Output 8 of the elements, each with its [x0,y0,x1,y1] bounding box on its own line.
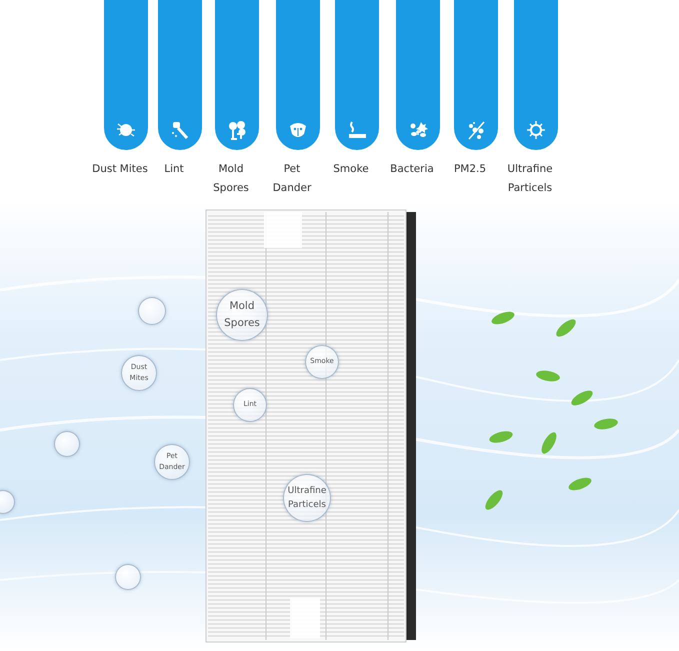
category-label: Pet Dander [272,162,312,196]
category-label: PM2.5 [452,162,488,177]
category-label: Ultrafine Particels [506,162,554,196]
category-label: Smoke [332,162,370,177]
category-label: Bacteria [389,162,435,177]
category-label: Lint [163,162,185,177]
category-label: Dust Mites [91,162,149,177]
category-label: Mold Spores [212,162,250,196]
